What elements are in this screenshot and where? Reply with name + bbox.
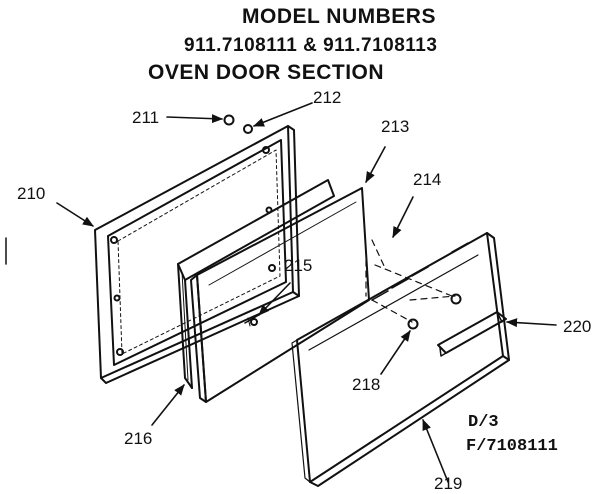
screw-part-211: [223, 114, 235, 126]
part-label-220: 220: [563, 317, 591, 336]
part-label-215: 215: [284, 256, 312, 275]
diagram-title-model-list: 911.7108111 & 911.7108113: [184, 35, 438, 56]
part-label-213: 213: [381, 117, 409, 136]
drawing-code-line-2: F/7108111: [466, 437, 558, 456]
fastener-part-215: [250, 318, 258, 326]
inner-window-part-216: [177, 179, 335, 389]
part-label-212: 212: [313, 88, 341, 107]
door-frame-part-210: [94, 125, 300, 384]
part-label-214: 214: [413, 170, 441, 189]
drawing-code-line-1: D/3: [468, 413, 499, 432]
diagram-title-model-numbers: MODEL NUMBERS: [242, 5, 436, 28]
outer-door-panel-part-219: [291, 232, 510, 487]
diagram-title-section: OVEN DOOR SECTION: [148, 61, 385, 84]
assembly-guide-lines: [365, 239, 456, 323]
part-label-210: 210: [17, 184, 45, 203]
part-label-219: 219: [434, 474, 462, 493]
handle-screw: [450, 293, 462, 305]
door-handle-part-220: [437, 311, 507, 357]
screw-part-218: [407, 318, 419, 330]
washer-part-212: [243, 124, 253, 134]
window-glass-part-213: [190, 187, 370, 403]
part-label-211: 211: [132, 108, 159, 127]
leader-lines: [56, 102, 557, 483]
part-label-216: 216: [124, 429, 152, 448]
part-label-218: 218: [352, 375, 380, 394]
